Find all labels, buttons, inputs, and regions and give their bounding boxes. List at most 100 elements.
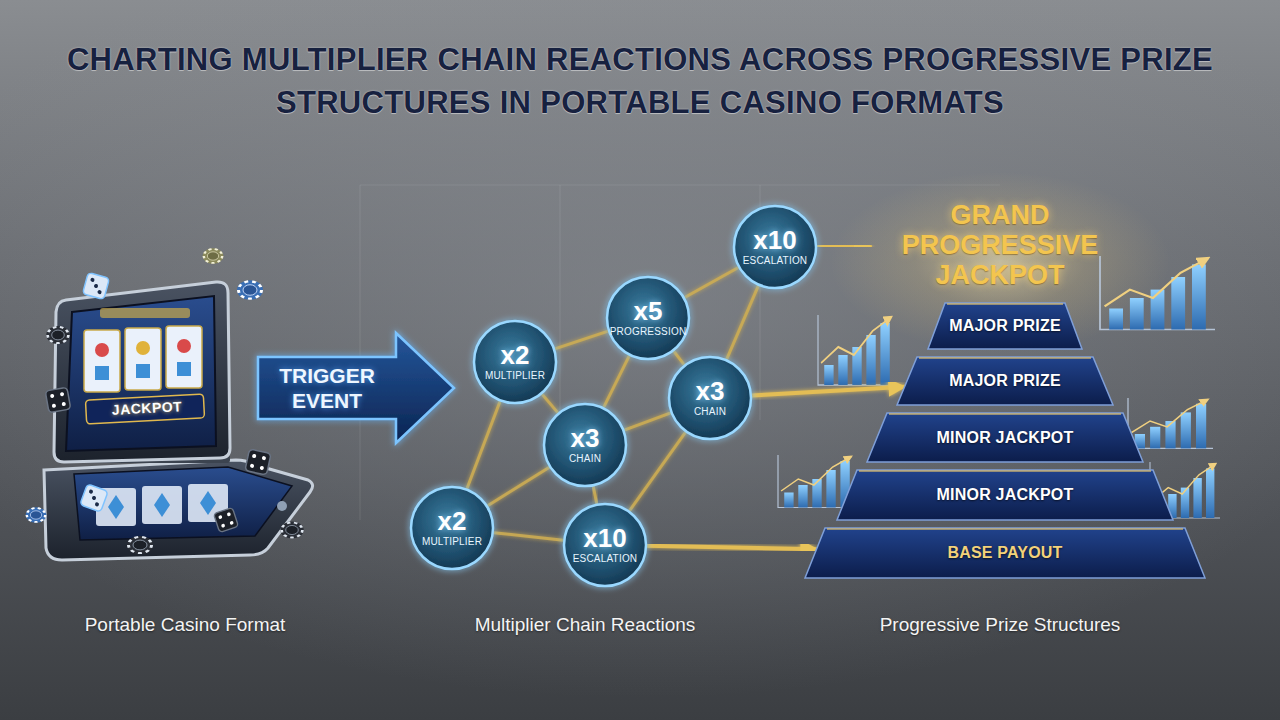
circle-shape	[669, 357, 751, 439]
prize-tier: MAJOR PRIZE	[928, 303, 1082, 349]
circle-shape	[734, 206, 816, 288]
tier-highlight	[919, 357, 1091, 359]
casino-chip	[237, 280, 263, 300]
chain-link	[555, 331, 608, 349]
tier-highlight	[859, 470, 1151, 472]
chain-link	[685, 267, 739, 297]
mini-bar-chart	[1128, 398, 1213, 448]
grand-jackpot-node: GRAND PROGRESSIVE JACKPOT	[870, 198, 1130, 292]
multiplier-label: MULTIPLIER	[485, 370, 545, 382]
jackpot-heading: GRAND PROGRESSIVE JACKPOT	[870, 200, 1130, 290]
flow-arrow	[647, 546, 817, 549]
multiplier-value: x10	[753, 227, 796, 254]
trigger-arrow: TRIGGER EVENT	[258, 333, 454, 443]
chain-link	[624, 413, 670, 430]
circle-shape	[474, 321, 556, 403]
tablet-screen	[66, 296, 216, 451]
casino-chip	[203, 248, 224, 264]
multiplier-node: x3CHAIN	[667, 355, 753, 441]
prize-tier: MINOR JACKPOT	[837, 470, 1173, 520]
tier-label: MINOR JACKPOT	[937, 428, 1074, 448]
grid-line	[359, 185, 360, 520]
multiplier-value: x3	[696, 378, 725, 405]
jackpot-banner	[85, 394, 204, 424]
mini-bar-chart	[818, 315, 896, 385]
tier-label: MINOR JACKPOT	[937, 485, 1074, 505]
prize-tier: MINOR JACKPOT	[867, 413, 1143, 462]
slot-reel	[166, 326, 202, 388]
reel-symbol	[108, 495, 124, 519]
multiplier-node: x2MULTIPLIER	[472, 319, 558, 405]
mini-bar-chart	[778, 455, 856, 508]
chain-link	[604, 356, 630, 408]
mini-bar-chart	[1100, 256, 1215, 330]
dice	[214, 508, 239, 533]
multiplier-value: x5	[634, 298, 663, 325]
section-caption: Multiplier Chain Reactions	[405, 613, 765, 637]
reel-symbol	[95, 366, 109, 380]
prize-tier: BASE PAYOUT	[805, 528, 1205, 578]
tier-shape	[837, 470, 1173, 520]
dice	[245, 449, 271, 475]
casino-chip	[26, 507, 47, 523]
chain-link	[488, 467, 550, 506]
tier-shape	[805, 528, 1205, 578]
tier-label: BASE PAYOUT	[947, 543, 1062, 563]
multiplier-label: MULTIPLIER	[422, 536, 482, 548]
reel-symbol	[177, 339, 191, 353]
section-caption: Progressive Prize Structures	[820, 613, 1180, 637]
tier-label: MAJOR PRIZE	[949, 371, 1061, 391]
tier-shape	[928, 303, 1082, 349]
multiplier-value: x2	[501, 342, 530, 369]
prize-tier: MAJOR PRIZE	[897, 357, 1113, 405]
multiplier-value: x3	[571, 425, 600, 452]
section-caption: Portable Casino Format	[35, 613, 335, 637]
dice	[80, 484, 108, 512]
tablet-lid	[54, 282, 230, 462]
lower-reel	[142, 486, 182, 524]
circle-shape	[607, 277, 689, 359]
reel-symbol	[95, 343, 109, 357]
multiplier-label: ESCALATION	[573, 553, 638, 565]
tablet-lower-screen	[74, 467, 292, 540]
chain-link	[494, 533, 564, 541]
multiplier-label: CHAIN	[569, 453, 601, 465]
tier-shape	[867, 413, 1143, 462]
slot-reel	[84, 330, 120, 392]
grid-line	[360, 184, 1000, 185]
multiplier-node: x5PROGRESSION	[605, 275, 691, 361]
connector-group	[467, 246, 905, 549]
chain-link	[542, 394, 558, 413]
multiplier-node: x10ESCALATION	[562, 502, 648, 588]
trigger-label: TRIGGER EVENT	[258, 363, 396, 413]
circle-shape	[544, 404, 626, 486]
chain-link	[727, 286, 759, 360]
tablet-button	[277, 501, 287, 511]
chain-link	[467, 401, 500, 488]
reel-symbol	[177, 362, 191, 376]
circle-shape	[411, 487, 493, 569]
diagram-title: CHARTING MULTIPLIER CHAIN REACTIONS ACRO…	[50, 38, 1230, 124]
dice	[83, 273, 110, 300]
casino-chip	[280, 522, 303, 539]
casino-chip	[46, 326, 69, 344]
multiplier-label: PROGRESSION	[610, 326, 687, 338]
casino-chip	[127, 536, 153, 554]
multiplier-value: x10	[583, 525, 626, 552]
tier-highlight	[947, 303, 1063, 305]
tier-shape	[897, 357, 1113, 405]
chain-link	[674, 351, 685, 365]
tier-label: MAJOR PRIZE	[949, 316, 1061, 336]
node-outline	[258, 333, 454, 443]
flow-arrow	[752, 387, 905, 396]
chain-link	[593, 486, 597, 504]
tablet-illustration	[44, 282, 313, 560]
slot-reel	[125, 328, 161, 390]
multiplier-node: x10ESCALATION	[732, 204, 818, 290]
chain-link	[629, 432, 685, 511]
reel-symbol	[136, 364, 150, 378]
tier-highlight	[889, 413, 1121, 415]
reel-symbol	[136, 341, 150, 355]
multiplier-label: ESCALATION	[743, 255, 808, 267]
